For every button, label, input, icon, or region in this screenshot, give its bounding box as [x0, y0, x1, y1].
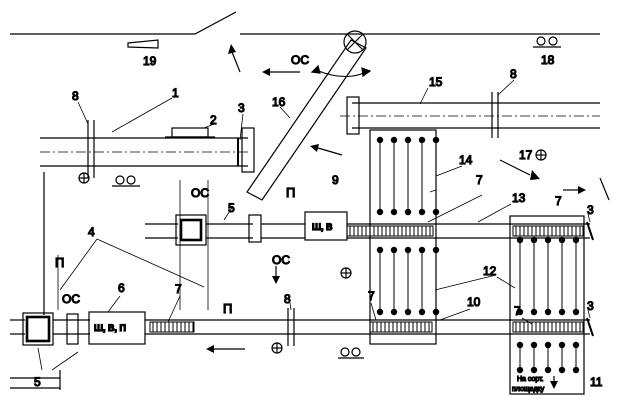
callout-11: 11 [590, 375, 603, 389]
machine-label-6: Ш, В, П [94, 323, 126, 333]
p-label-left: П [55, 255, 64, 270]
board-end-dot [376, 308, 384, 316]
callout-7-top-right: 7 [555, 194, 562, 208]
board-end-dot [558, 366, 566, 374]
board-end-dot [530, 236, 538, 244]
log-conveyor-15 [340, 92, 600, 138]
os-label-center: ОС [191, 186, 209, 200]
board-end-dot [432, 246, 440, 254]
building-outline [10, 11, 610, 390]
board-end-dot [572, 341, 580, 349]
board-end-dot [558, 308, 566, 316]
callout-7-left: 7 [175, 282, 182, 296]
board-end-dot [404, 208, 412, 216]
callout-19: 19 [143, 54, 157, 68]
os-label-left: ОС [62, 292, 80, 306]
board-end-dot [516, 341, 524, 349]
outlet-note-line1: На сорт. [517, 376, 544, 383]
callout-7-mid: 7 [476, 173, 483, 187]
callout-16: 16 [272, 95, 286, 109]
area-dividers [57, 180, 209, 310]
board-end-dot [530, 341, 538, 349]
board-end-dot [390, 308, 398, 316]
board-end-dot [390, 136, 398, 144]
board-end-dot [572, 366, 580, 374]
callout-8-lower: 8 [284, 292, 291, 306]
callout-13: 13 [512, 191, 526, 205]
board-end-dot [404, 136, 412, 144]
board-end-dot [530, 366, 538, 374]
callout-5-lower: 5 [34, 375, 41, 389]
callout-15: 15 [429, 75, 443, 89]
board-end-dot [418, 308, 426, 316]
board-end-dot [572, 308, 580, 316]
board-line-middle [145, 211, 594, 246]
board-end-dot [432, 308, 440, 316]
board-end-dot [516, 366, 524, 374]
callout-3-middle: 3 [587, 203, 594, 217]
board-end-dot [390, 208, 398, 216]
board-end-dot [558, 236, 566, 244]
callout-18: 18 [541, 53, 555, 67]
board-end-dot [516, 236, 524, 244]
board-end-dot [376, 208, 384, 216]
board-end-dot [390, 246, 398, 254]
log-conveyor-1 [40, 120, 255, 187]
callout-10: 10 [467, 295, 481, 309]
board-end-dot [544, 308, 552, 316]
callout-3-lower: 3 [587, 299, 594, 313]
os-label-rotator: ОС [291, 53, 309, 67]
board-line-lower [10, 308, 594, 346]
board-end-dot [530, 308, 538, 316]
callout-6: 6 [118, 281, 125, 295]
board-end-dot [544, 366, 552, 374]
board-end-dot [544, 236, 552, 244]
callout-1: 1 [172, 86, 179, 100]
chain-ticks [152, 226, 581, 332]
symbols [127, 36, 561, 359]
p-label-center: П [286, 185, 295, 200]
callout-leaders [37, 79, 591, 371]
callout-2: 2 [210, 113, 217, 127]
machine-label-9: Ш, В [312, 222, 333, 232]
board-end-dot [404, 246, 412, 254]
inclined-conveyor-16 [246, 30, 372, 201]
callout-9: 9 [332, 173, 339, 187]
board-end-dot [432, 136, 440, 144]
callout-7-center: 7 [368, 289, 375, 303]
outlet-note-line2: площадку [512, 386, 545, 393]
board-end-dot [572, 236, 580, 244]
callout-7-right: 7 [514, 304, 521, 318]
board-end-dot [376, 246, 384, 254]
board-end-dot [558, 341, 566, 349]
callout-14: 14 [459, 153, 473, 167]
callout-4: 4 [88, 225, 95, 239]
callout-3-top: 3 [238, 101, 245, 115]
os-label-lower: ОС [272, 253, 290, 267]
board-end-dot [418, 208, 426, 216]
callout-12: 12 [483, 264, 497, 278]
callout-8-left: 8 [72, 89, 79, 103]
flow-arrows [206, 44, 586, 389]
callout-17: 17 [519, 148, 533, 162]
board-end-dot [516, 308, 524, 316]
chain-conveyor-7-lower [149, 321, 584, 333]
board-dot-rows [376, 136, 580, 374]
p-label-lower: П [223, 301, 232, 316]
board-end-dot [544, 341, 552, 349]
board-end-dot [376, 136, 384, 144]
board-end-dot [432, 208, 440, 216]
callout-8-right: 8 [510, 67, 517, 81]
board-end-dot [418, 136, 426, 144]
board-end-dot [418, 246, 426, 254]
sorting-decks [369, 129, 585, 395]
board-end-dot [404, 308, 412, 316]
callout-5-middle: 5 [228, 201, 235, 215]
